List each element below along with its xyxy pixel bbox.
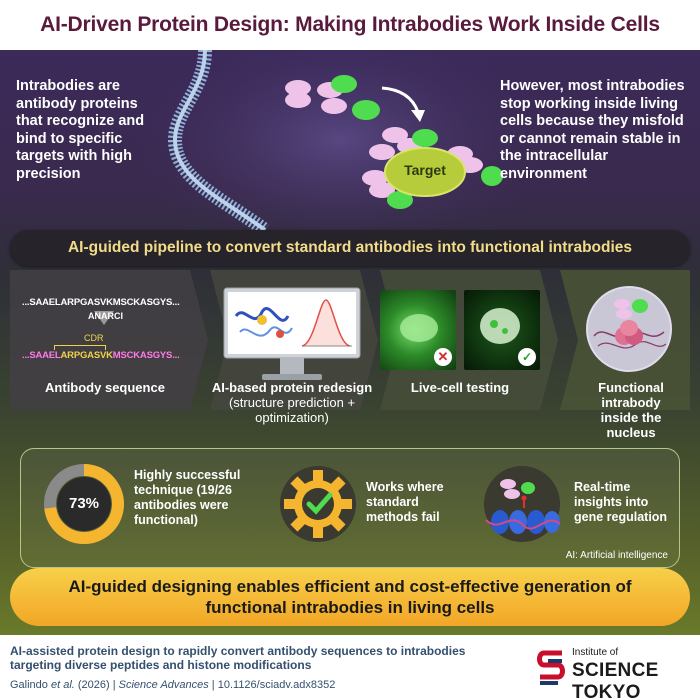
footer-paper-title: AI-assisted protein design to rapidly co… [10, 644, 466, 672]
gear-check-icon [280, 466, 356, 542]
pipeline-banner: AI-guided pipeline to convert standard a… [10, 230, 690, 266]
intro-text: Intrabodies are antibody proteins that r… [16, 78, 145, 182]
fail-icon: ✕ [434, 348, 452, 366]
logo-small-text: Institute of [572, 647, 619, 658]
step-2-label: AI-based protein redesign (structure pre… [202, 380, 382, 425]
conclusion-text: AI-guided designing enables efficient an… [68, 577, 632, 617]
step-4-title: Functional intrabody inside the nucleus [598, 380, 664, 440]
sequence-bottom-post: MSCKASGYS... [112, 350, 180, 361]
success-icon: ✓ [518, 348, 536, 366]
problem-text: However, most intrabodies stop working i… [500, 78, 685, 182]
conclusion-banner: AI-guided designing enables efficient an… [10, 568, 690, 626]
institute-logo: Institute of SCIENCE TOKYO [536, 645, 696, 700]
monitor-illustration [223, 287, 361, 380]
footer-citation: Galindo et al. (2026) | Science Advances… [10, 679, 335, 691]
nucleosome-icon [484, 466, 561, 542]
feature-2-text: Works where standard methods fail [366, 480, 444, 524]
citation-journal: Science Advances [118, 679, 209, 691]
sequence-panel: ...SAAELARPGASVKMSCKASGYS... ANARCI CDR … [22, 297, 192, 361]
feature-1-text: Highly successful technique (19/26 antib… [134, 468, 241, 527]
page-title: AI-Driven Protein Design: Making Intrabo… [40, 13, 660, 36]
sequence-cdr-label: CDR [84, 333, 104, 343]
binding-arrow [381, 86, 420, 113]
footer: AI-assisted protein design to rapidly co… [0, 635, 700, 700]
citation-year: (2026) | [74, 679, 119, 691]
step-1-label: Antibody sequence [20, 380, 190, 395]
step-3-label: Live-cell testing [390, 380, 530, 395]
antibody-1 [285, 75, 380, 120]
citation-authors: Galindo [10, 679, 48, 691]
feature-3-text: Real-time insights into gene regulation [574, 480, 668, 524]
citation-etal: et al. [47, 679, 75, 691]
logo-big-text: SCIENCE TOKYO [572, 660, 659, 700]
title-bar: AI-Driven Protein Design: Making Intrabo… [0, 0, 700, 50]
infographic-panel: Target Intrabodies are antibody proteins… [0, 50, 700, 635]
step-4-label: Functional intrabody inside the nucleus [586, 380, 676, 440]
success-rate-label: 73% [68, 495, 100, 512]
sequence-top: ...SAAELARPGASVKMSCKASGYS... [22, 297, 180, 308]
cdr-bracket [54, 345, 106, 350]
footnote: AI: Artificial intelligence [565, 550, 668, 561]
sequence-bottom-pre: ...SAAEL [22, 350, 61, 361]
step-2-subtitle: (structure prediction + optimization) [228, 395, 356, 425]
sequence-bottom: ...SAAELARPGASVKMSCKASGYS... [22, 350, 180, 361]
pipeline-banner-text: AI-guided pipeline to convert standard a… [67, 239, 633, 256]
cell-image-fail: ✕ [380, 290, 456, 370]
step-2-title: AI-based protein redesign [211, 380, 373, 395]
down-arrow-icon [94, 311, 114, 325]
nucleus-illustration [586, 286, 672, 372]
cell-image-success: ✓ [464, 290, 540, 370]
membrane-illustration [120, 50, 560, 230]
step-1-title: Antibody sequence [45, 380, 165, 395]
target-label: Target [404, 162, 446, 178]
sequence-bottom-cdr: ARPGASVK [60, 350, 113, 361]
progress-ring-icon [44, 464, 124, 544]
sequence-tool: ANARCI [88, 311, 123, 321]
step-3-title: Live-cell testing [410, 380, 510, 395]
citation-doi: | 10.1126/sciadv.adx8352 [208, 679, 336, 691]
logo-mark-icon [537, 650, 565, 685]
target-protein [384, 147, 466, 197]
